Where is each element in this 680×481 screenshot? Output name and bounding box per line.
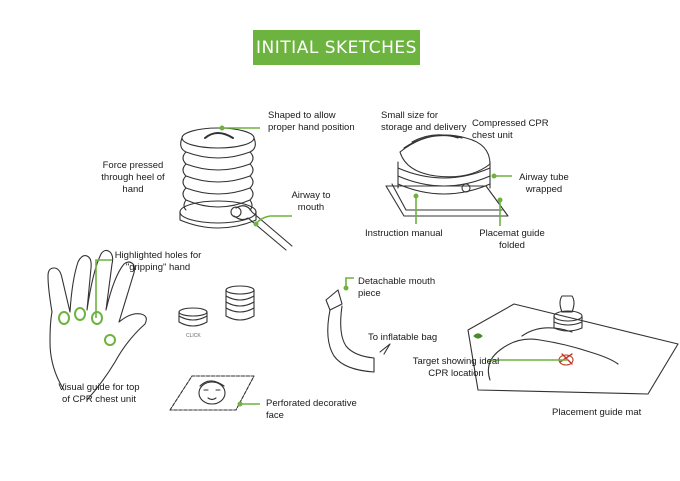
label-shaped-hand: Shaped to allow proper hand position [268, 110, 355, 133]
label-compressed-unit: Compressed CPR chest unit [472, 118, 549, 141]
page-title: INITIAL SKETCHES [253, 30, 420, 65]
label-airway-tube: Airway tube wrapped [519, 172, 569, 195]
label-target-cpr: Target showing ideal CPR location [412, 356, 500, 379]
label-placemat-guide: Placemat guide folded [479, 228, 545, 251]
mouthpiece-sketch [325, 289, 391, 373]
compressed-unit-sketch [385, 134, 509, 217]
hand-sketch [47, 249, 147, 401]
label-coin-caption: CLICK [186, 333, 201, 339]
label-airway-mouth: Airway to mouth [291, 190, 331, 213]
label-instruction-manual: Instruction manual [365, 228, 443, 239]
label-placement-mat: Placement guide mat [552, 407, 642, 418]
leader-dots [219, 125, 503, 407]
label-force-pressed: Force pressed through heel of hand [101, 160, 165, 195]
label-inflatable-bag: To inflatable bag [368, 332, 438, 343]
coin-sketch [178, 285, 255, 327]
label-perforated-face: Perforated decorative face [266, 398, 357, 421]
label-small-size: Small size for storage and delivery [381, 110, 467, 133]
label-detachable-mouthpiece: Detachable mouth piece [358, 276, 436, 299]
bellows-sketch [179, 127, 293, 251]
leader-lines [95, 127, 568, 405]
label-visual-guide: Visual guide for top of CPR chest unit [58, 382, 140, 405]
face-sheet-sketch [169, 375, 255, 411]
placement-mat-sketch [467, 295, 679, 395]
label-highlighted-holes: Highlighted holes for "gripping" hand [114, 250, 202, 273]
